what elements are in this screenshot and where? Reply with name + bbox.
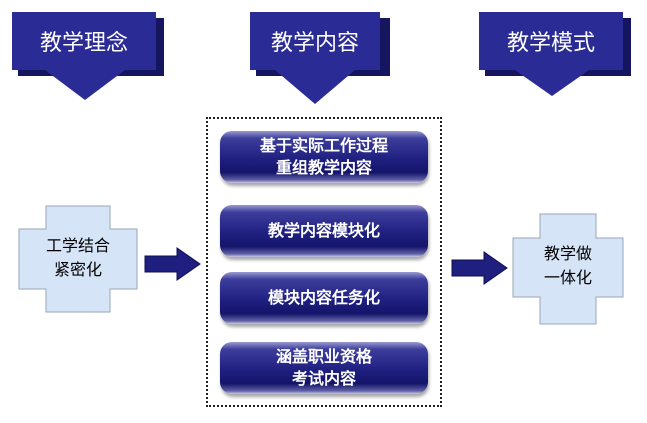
left-node-line: 工学结合 [45,236,110,255]
right-cross-shape [512,213,624,325]
down-arrow [275,70,355,104]
header-philosophy-label: 教学理念 [39,31,128,56]
right-node-line: 教学做 [543,244,592,263]
header-mode: 教学模式 [479,12,623,70]
header-mode-label: 教学模式 [506,31,595,56]
header-content: 教学内容 [250,12,380,70]
left-cross-shape [18,205,138,313]
content-item-line: 考试内容 [291,369,356,388]
down-arrow [45,70,125,100]
left-node-line: 紧密化 [53,260,102,279]
right-arrow [451,251,508,285]
content-item-line: 重组教学内容 [275,158,372,177]
right-node-line: 一体化 [543,268,592,287]
header-content-label: 教学内容 [270,31,359,56]
header-philosophy: 教学理念 [12,12,156,70]
content-item-line: 模块内容任务化 [267,288,380,307]
down-arrow [512,68,592,96]
content-item-line: 教学内容模块化 [267,221,380,240]
content-item-line: 基于实际工作过程 [259,136,388,155]
content-item-task-based: 模块内容任务化 [220,272,428,324]
content-container [206,117,442,407]
content-item-certification: 涵盖职业资格 考试内容 [220,342,428,394]
content-item-line: 涵盖职业资格 [275,347,372,366]
right-node-label: 教学做 一体化 [512,242,624,290]
content-item-modular: 教学内容模块化 [220,205,428,257]
right-arrow [144,247,201,281]
content-item-work-process: 基于实际工作过程 重组教学内容 [220,131,428,183]
left-node-label: 工学结合 紧密化 [18,234,138,282]
